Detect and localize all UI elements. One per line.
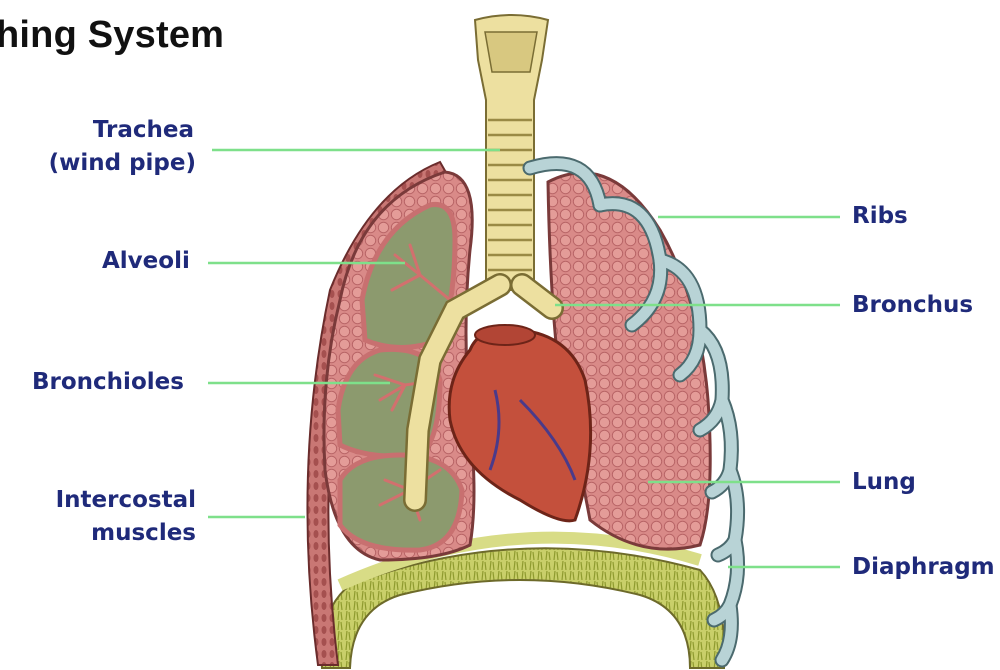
label-bronchus: Bronchus: [852, 289, 973, 322]
label-intercostal: Intercostal muscles: [30, 484, 196, 550]
label-alveoli: Alveoli: [102, 245, 190, 278]
left-lung: [324, 172, 474, 560]
trachea: [475, 15, 548, 290]
label-lung: Lung: [852, 466, 916, 499]
label-diaphragm: Diaphragm: [852, 551, 1000, 584]
label-trachea-line1: Trachea: [36, 114, 196, 147]
label-ribs: Ribs: [852, 200, 908, 233]
label-intercostal-line2: muscles: [30, 517, 196, 550]
label-intercostal-line1: Intercostal: [30, 484, 196, 517]
label-trachea-line2: (wind pipe): [36, 147, 196, 180]
label-bronchioles: Bronchioles: [32, 366, 184, 399]
label-trachea: Trachea (wind pipe): [36, 114, 196, 180]
